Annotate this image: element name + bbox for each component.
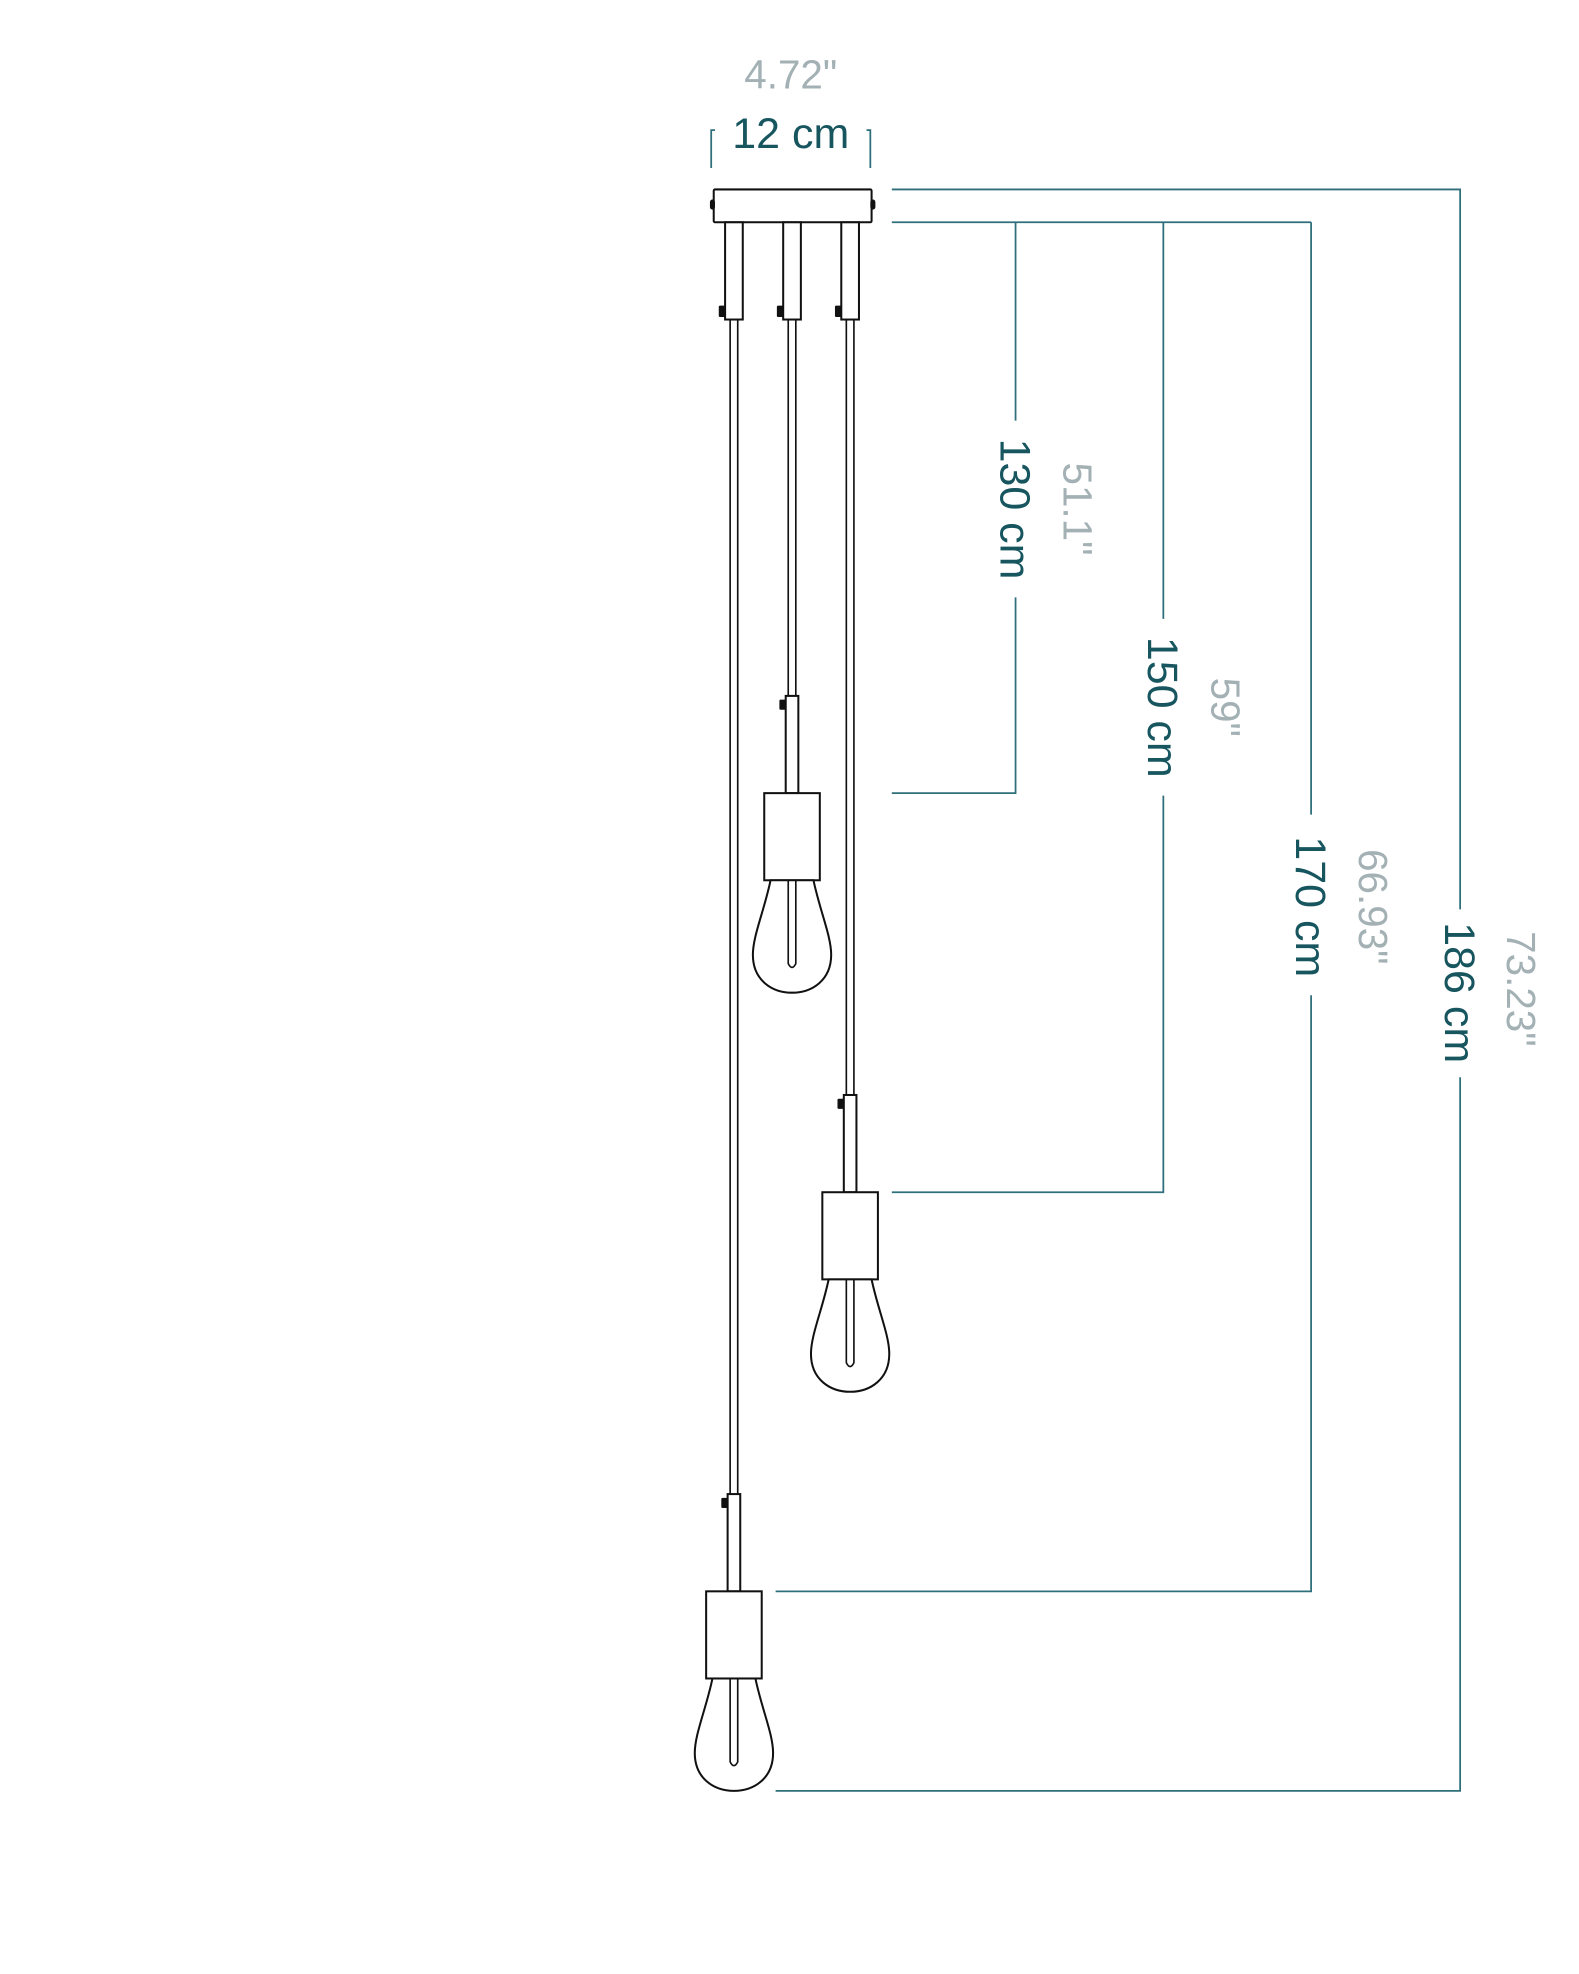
dimension-line-170 — [775, 222, 1312, 1593]
width-cm-label: 12 cm — [732, 110, 849, 158]
drop-170-cm-label: 170 cm — [1286, 836, 1334, 977]
dimension-line-130 — [891, 222, 1017, 795]
pendant-lamp-170 — [693, 1493, 775, 1792]
cord-left — [718, 221, 744, 1495]
drop-130-inch-label: 51.1" — [1055, 462, 1101, 555]
cord-right — [834, 221, 860, 1095]
width-inches-label: 4.72" — [744, 51, 837, 97]
drop-186-cm-label: 186 cm — [1435, 922, 1483, 1063]
dimension-line-186 — [775, 188, 1462, 1792]
pendant-lamp-130 — [751, 694, 833, 994]
drop-150-inch-label: 59" — [1202, 678, 1248, 737]
width-bracket-right — [866, 129, 872, 168]
drop-150-cm-label: 150 cm — [1138, 637, 1186, 778]
ceiling-canopy — [709, 188, 876, 224]
pendant-lamp-150 — [809, 1093, 891, 1393]
dimension-line-150 — [891, 222, 1165, 1194]
width-bracket-left — [710, 129, 715, 168]
drop-130-cm-label: 130 cm — [990, 439, 1038, 580]
cord-middle — [776, 221, 802, 696]
drop-170-inch-label: 66.93" — [1350, 849, 1396, 964]
drop-186-inch-label: 73.23" — [1498, 931, 1544, 1046]
